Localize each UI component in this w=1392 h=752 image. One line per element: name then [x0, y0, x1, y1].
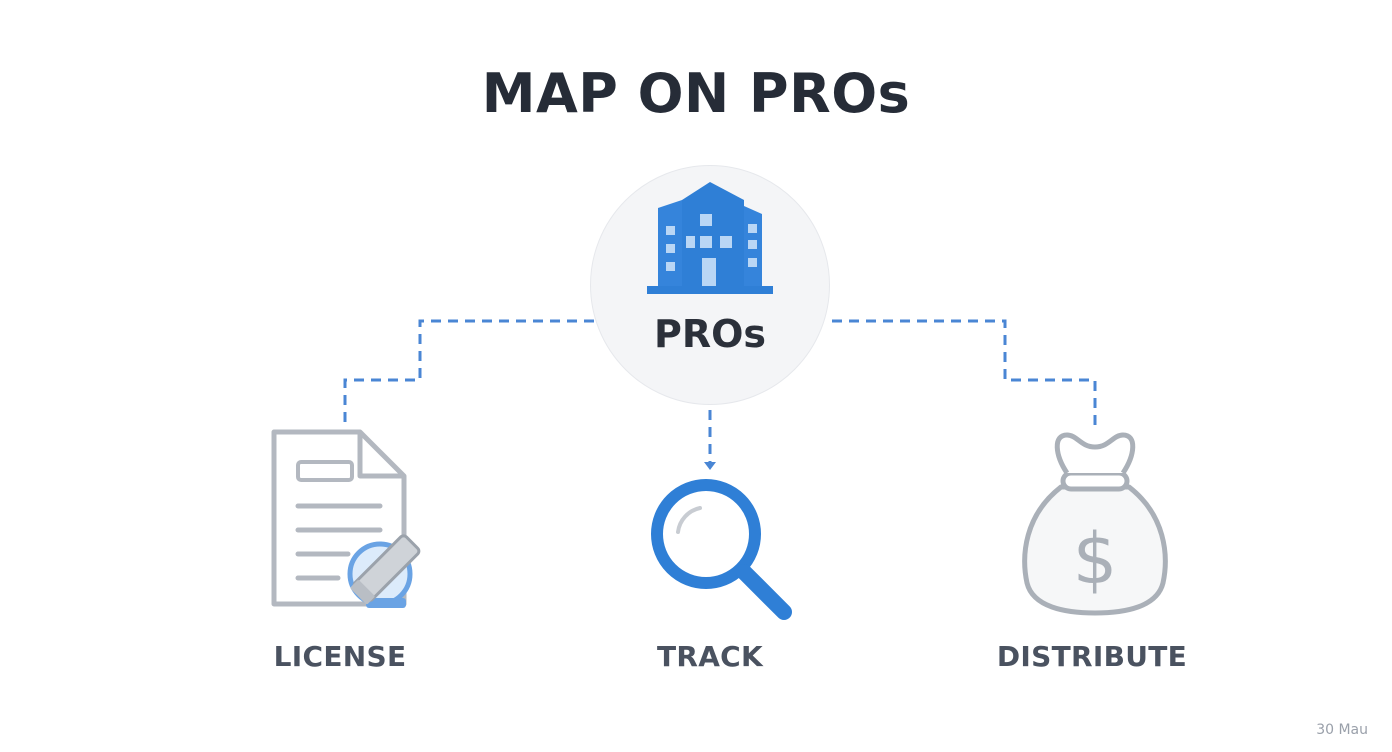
hub-label: PROs — [653, 312, 767, 356]
node-label-track: TRACK — [656, 640, 764, 673]
connector-to-distribute — [832, 319, 1097, 425]
connector-arrowhead — [704, 462, 716, 470]
svg-text:$: $ — [1073, 518, 1118, 600]
node-label-distribute: DISTRIBUTE — [996, 640, 1188, 673]
connector-to-license — [343, 319, 594, 425]
money-bag-icon: $ — [1022, 432, 1168, 616]
magnifier-icon — [651, 479, 792, 620]
node-label-license: LICENSE — [273, 640, 407, 673]
license-document-icon — [271, 429, 421, 608]
diagram-title: MAP ON PROs — [481, 62, 911, 125]
watermark: 30 Mau — [1316, 722, 1368, 738]
building-icon — [647, 182, 773, 294]
